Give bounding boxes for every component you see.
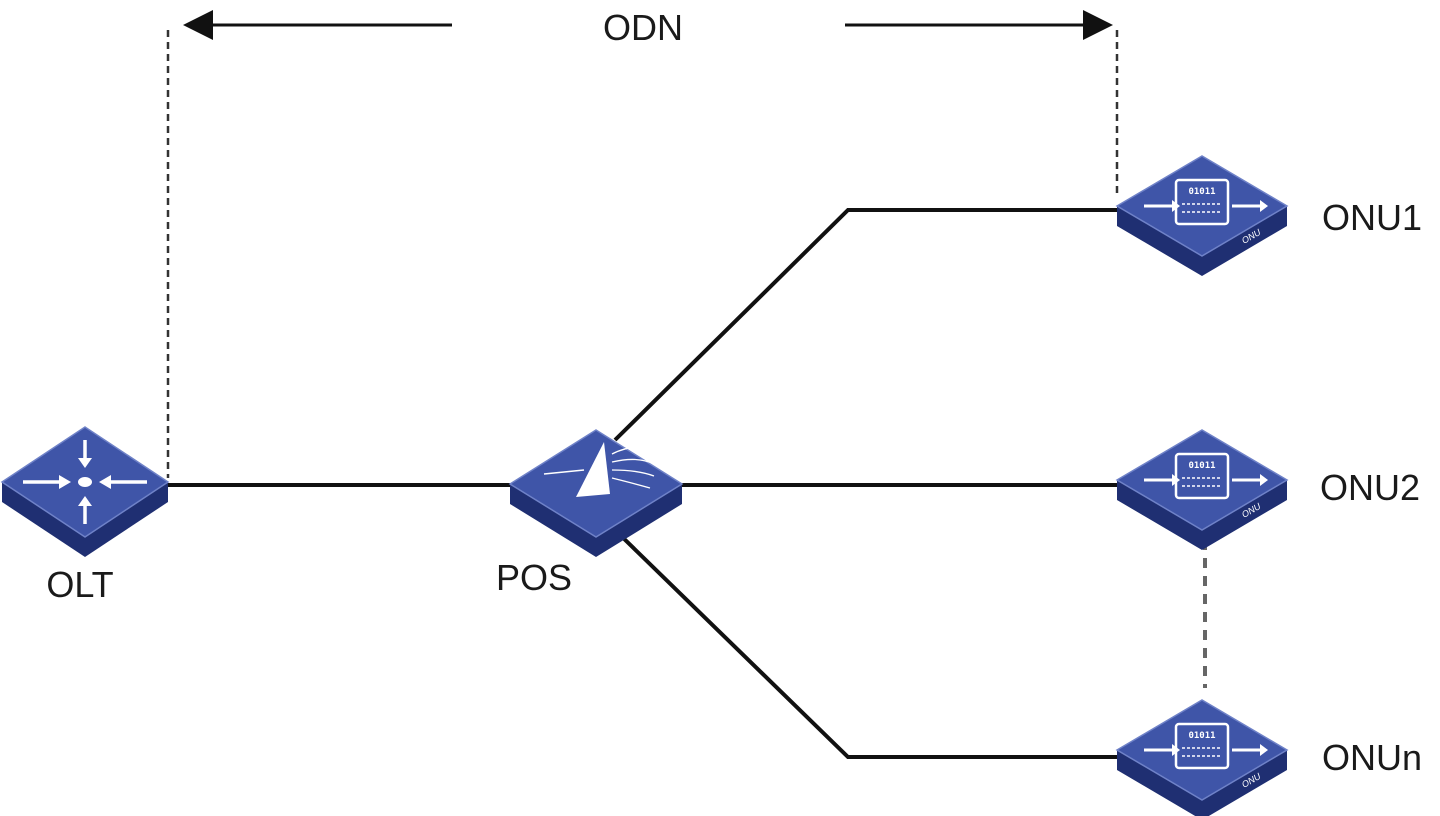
onun-label: ONUn — [1322, 737, 1422, 778]
onu1-device: 01011 ONU — [1115, 154, 1289, 278]
onu-device-icon: 01011 ONU — [1115, 698, 1289, 816]
onu2-device: 01011 ONU — [1115, 428, 1289, 552]
onu2-bits: 01011 — [1188, 461, 1215, 471]
onu1-bits: 01011 — [1188, 187, 1215, 197]
onun-device: 01011 ONU — [1115, 698, 1289, 816]
onu-device-icon: 01011 ONU — [1115, 428, 1289, 552]
onu-device-icon: 01011 ONU — [1115, 154, 1289, 278]
olt-device — [0, 426, 170, 557]
link-pos-onu1 — [613, 208, 1120, 442]
pos-device — [508, 429, 684, 557]
fiber-links — [165, 208, 1207, 759]
onun-bits: 01011 — [1188, 731, 1215, 741]
odn-span: ODN — [166, 7, 1119, 478]
onu1-label: ONU1 — [1322, 197, 1422, 238]
optical-splitter-icon — [508, 429, 684, 557]
link-pos-onun — [613, 528, 1120, 759]
pos-label: POS — [496, 557, 572, 598]
onu2-label: ONU2 — [1320, 467, 1420, 508]
olt-label: OLT — [46, 564, 113, 605]
olt-switch-icon — [0, 426, 170, 557]
odn-label: ODN — [603, 7, 683, 48]
